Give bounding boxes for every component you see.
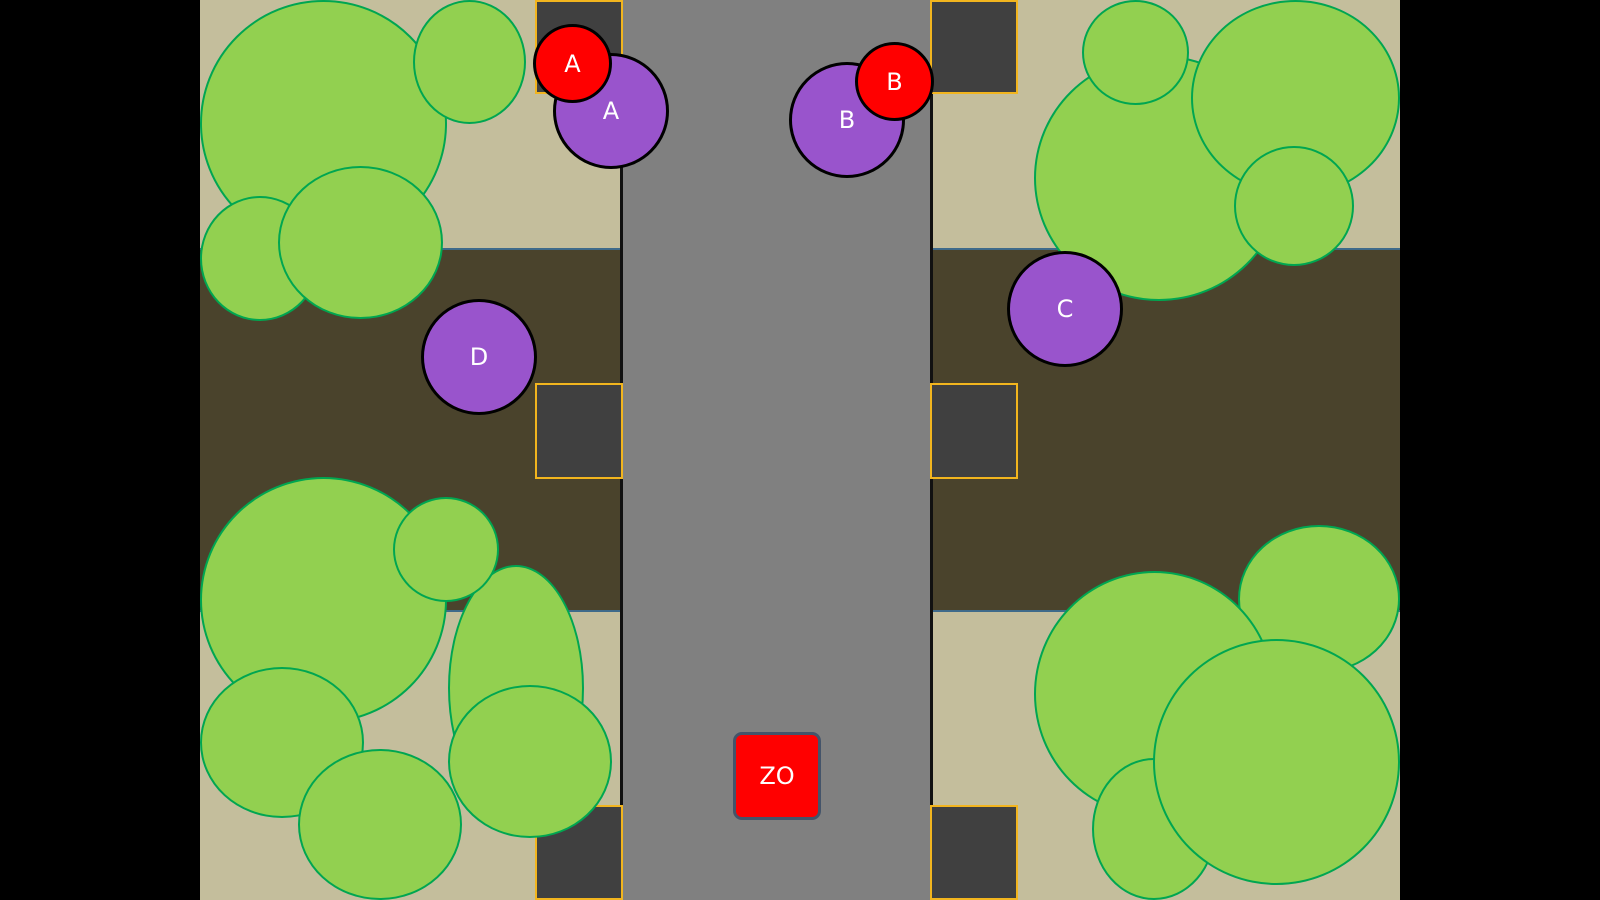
pad-top-right (930, 0, 1018, 94)
tree (1082, 0, 1189, 105)
objective-zone[interactable]: ZO (733, 732, 821, 820)
marker-a[interactable]: A (533, 24, 612, 103)
tree (1153, 639, 1400, 885)
marker-b[interactable]: B (855, 42, 934, 121)
tree (1234, 146, 1354, 266)
tree (448, 685, 612, 838)
tree (298, 749, 462, 900)
tree (278, 166, 443, 319)
tree (393, 497, 499, 602)
pad-bottom-right (930, 805, 1018, 900)
unit-c[interactable]: C (1007, 251, 1123, 367)
pad-mid-right (930, 383, 1018, 479)
tree (413, 0, 526, 124)
pad-mid-left (535, 383, 623, 479)
unit-d[interactable]: D (421, 299, 537, 415)
map-scene: A B C D A B ZO (200, 0, 1400, 900)
tree (200, 667, 364, 818)
